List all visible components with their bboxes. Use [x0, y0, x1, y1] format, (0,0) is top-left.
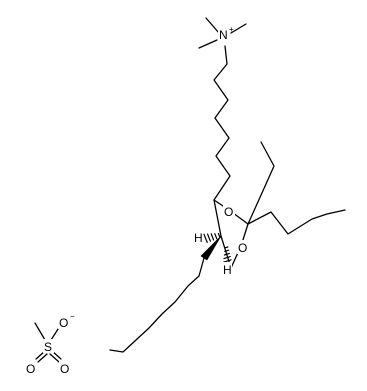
sulfonate-oxygen-bottom-label: O — [60, 362, 69, 376]
stereo-hash-bond-c5 — [223, 246, 232, 263]
n-methyl-bond-right — [230, 23, 247, 34]
n-methyl-bond-top — [205, 17, 220, 34]
stereo-hydrogen-right-label: H — [223, 263, 232, 277]
nitrogen-atom-label: N — [219, 28, 228, 42]
s-o-double-bond-left-b — [37, 353, 48, 363]
s-methyl-bond — [34, 322, 46, 341]
ring-oxygen-top-label: O — [224, 205, 233, 219]
s-o-double-bond-bottom-b — [49, 353, 60, 363]
n-methyl-bond-left — [198, 39, 218, 49]
ring-oxygen-bottom-label: O — [238, 241, 247, 255]
butyl-chain-upper — [247, 141, 275, 225]
sulfonate-oxygen-charge-label: − — [70, 312, 75, 321]
sulfonate-oxygen-left-label: O — [26, 362, 35, 376]
stereo-hydrogen-left-label: H — [194, 231, 203, 245]
octyl-chain — [109, 257, 205, 353]
nitrogen-charge-label: + — [229, 25, 234, 34]
trimethylammonium-methyl-bonds — [198, 17, 247, 49]
wedge-bond-octyl — [200, 235, 222, 261]
stereo-hash-bond-c4 — [203, 232, 221, 243]
sulfonate-oxygen-charged-label: O — [59, 316, 68, 330]
sulfur-atom-label: S — [44, 340, 52, 354]
butyl-chain-lower — [247, 209, 346, 235]
heptyl-linker-chain — [213, 45, 231, 201]
